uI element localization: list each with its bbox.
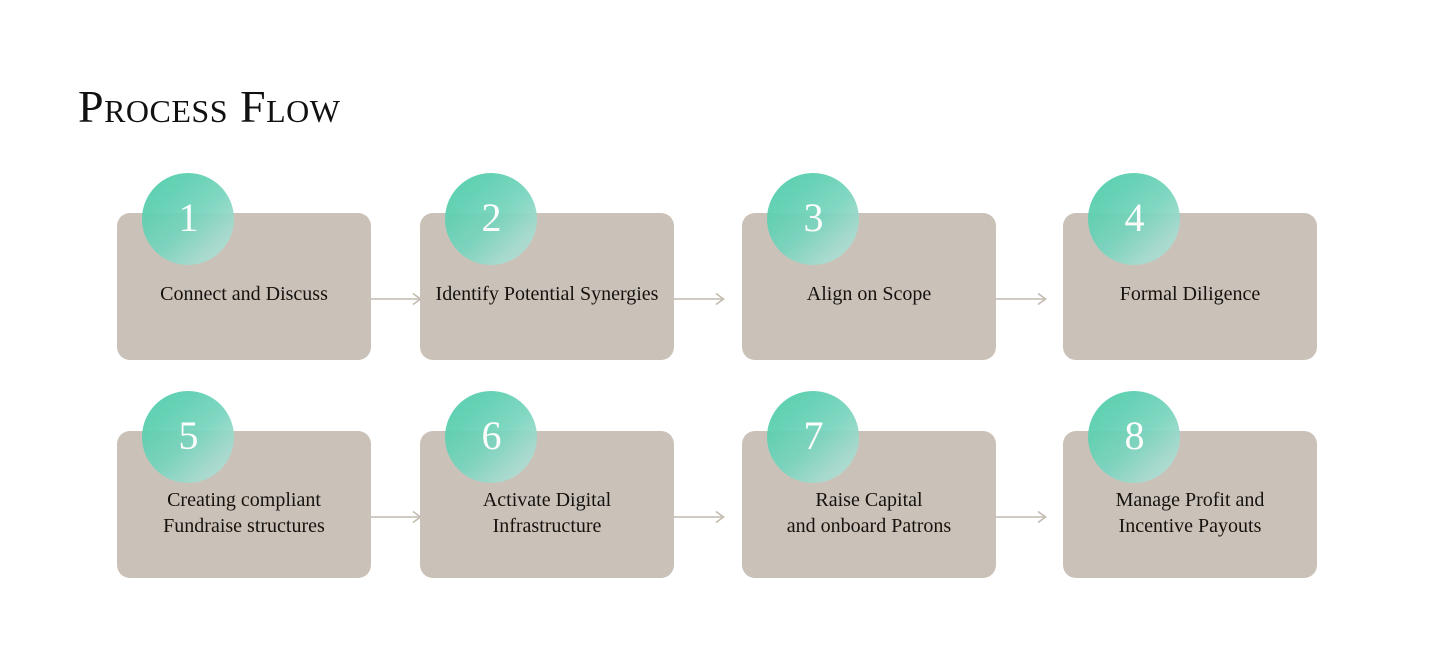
step-number-badge: 4 [1088, 173, 1180, 265]
step-number-badge: 7 [767, 391, 859, 483]
step-label: Manage Profit and Incentive Payouts [1115, 488, 1265, 537]
step-label: Activate Digital Infrastructure [482, 488, 612, 537]
arrow-right-icon [674, 510, 728, 524]
step-label: Identify Potential Synergies [435, 282, 659, 305]
process-step-4[interactable]: Formal Diligence 4 [1063, 173, 1317, 360]
step-label: Align on Scope [806, 282, 932, 305]
step-label: Raise Capital and onboard Patrons [786, 488, 952, 537]
step-number: 6 [481, 413, 502, 458]
step-number-badge: 3 [767, 173, 859, 265]
step-number: 4 [1124, 195, 1145, 240]
step-number: 5 [178, 413, 199, 458]
step-number-badge: 1 [142, 173, 234, 265]
step-label: Formal Diligence [1119, 282, 1261, 305]
process-flow-row-1: Connect and Discuss 1 Identify Potential… [0, 173, 1440, 393]
process-step-3[interactable]: Align on Scope 3 [742, 173, 996, 360]
process-step-8[interactable]: Manage Profit and Incentive Payouts 8 [1063, 391, 1317, 578]
process-step-7[interactable]: Raise Capital and onboard Patrons 7 [742, 391, 996, 578]
step-number: 8 [1124, 413, 1145, 458]
process-step-1[interactable]: Connect and Discuss 1 [117, 173, 371, 360]
arrow-right-icon [371, 292, 425, 306]
step-number: 3 [803, 195, 824, 240]
step-number-badge: 2 [445, 173, 537, 265]
process-step-5[interactable]: Creating compliant Fundraise structures … [117, 391, 371, 578]
step-label: Creating compliant Fundraise structures [163, 488, 325, 537]
step-number-badge: 5 [142, 391, 234, 483]
process-step-2[interactable]: Identify Potential Synergies 2 [420, 173, 674, 360]
step-number: 2 [481, 195, 502, 240]
step-card[interactable]: Manage Profit and Incentive Payouts [1063, 431, 1317, 578]
step-number-badge: 8 [1088, 391, 1180, 483]
step-label: Connect and Discuss [160, 282, 328, 305]
step-number: 7 [803, 413, 824, 458]
process-flow-row-2: Creating compliant Fundraise structures … [0, 391, 1440, 611]
arrow-right-icon [996, 292, 1050, 306]
arrow-right-icon [674, 292, 728, 306]
page-title: Process Flow [78, 81, 341, 132]
step-number: 1 [178, 195, 199, 240]
step-number-badge: 6 [445, 391, 537, 483]
process-step-6[interactable]: Activate Digital Infrastructure 6 [420, 391, 674, 578]
step-card[interactable]: Align on Scope [742, 213, 996, 360]
arrow-right-icon [996, 510, 1050, 524]
arrow-right-icon [371, 510, 425, 524]
